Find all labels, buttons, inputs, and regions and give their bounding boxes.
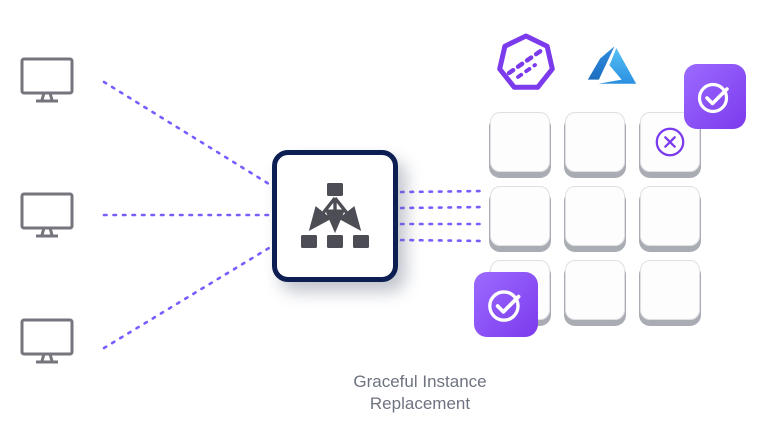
diagram-caption: Graceful Instance Replacement [300, 371, 540, 416]
instance-grid [490, 112, 700, 320]
heptagon-dash-logo-icon [494, 31, 558, 95]
instance-cell [640, 186, 700, 246]
instance-cell [565, 186, 625, 246]
connector-monitor1-to-box [102, 80, 271, 186]
circle-check-badge [474, 272, 538, 337]
connector-box-to-grid-4 [399, 238, 488, 243]
circle-check-badge [684, 64, 746, 129]
circle-check-icon [488, 289, 521, 322]
instance-cell [565, 260, 625, 320]
caption-line-1: Graceful Instance [353, 372, 487, 391]
instance-cell [490, 112, 550, 172]
distribution-tree-icon [301, 183, 369, 248]
instance-cell [490, 186, 550, 246]
monitor-icon [20, 192, 76, 242]
load-balancer-box [272, 150, 398, 282]
circle-x-icon [655, 127, 685, 157]
connector-box-to-grid-2 [399, 205, 488, 210]
instance-cell [640, 260, 700, 320]
circle-check-icon [697, 82, 729, 113]
monitor-icon [20, 318, 76, 368]
caption-line-2: Replacement [369, 394, 471, 414]
connector-monitor3-to-box [102, 246, 271, 350]
instance-cell [565, 112, 625, 172]
azure-logo-icon [583, 36, 641, 94]
monitor-icon [20, 57, 76, 107]
connector-box-to-grid-1 [399, 189, 488, 194]
